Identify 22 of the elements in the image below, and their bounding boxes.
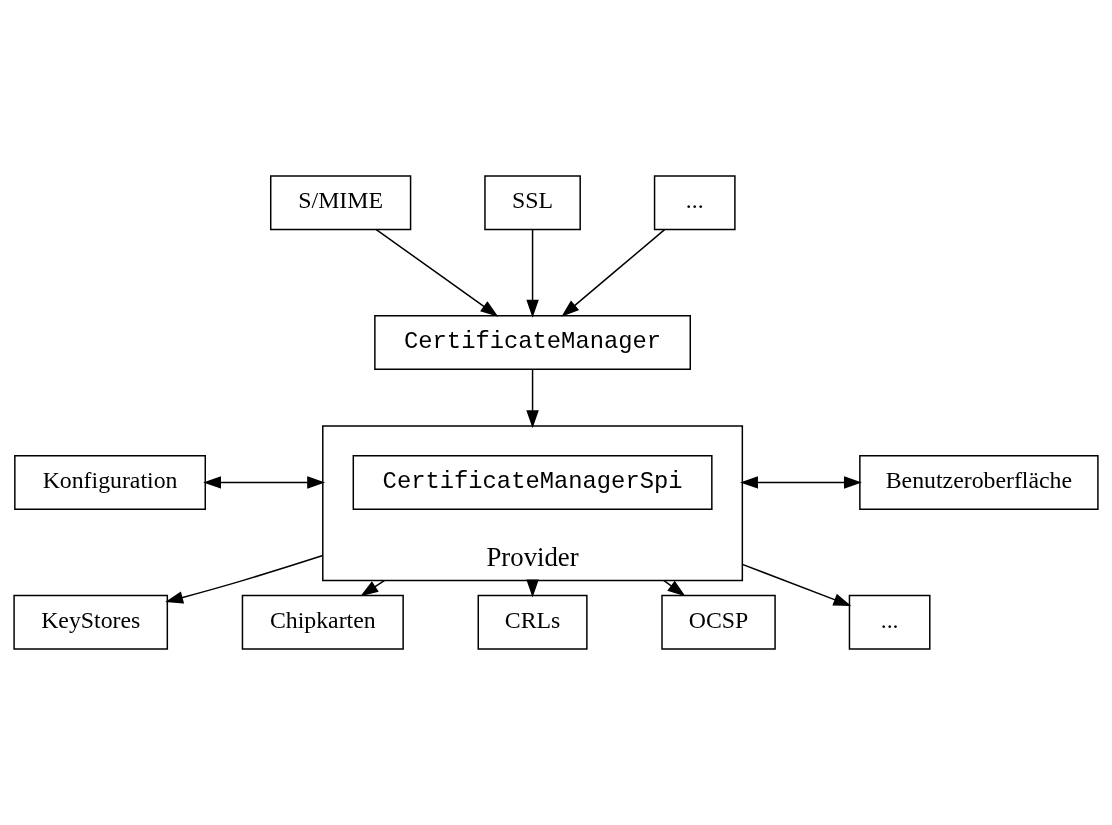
node-box: KeyStores (13, 594, 169, 650)
arrow (526, 369, 539, 429)
node-box: Konfiguration (14, 454, 206, 510)
node-box: Benutzeroberfläche (859, 454, 1099, 510)
node-box: ... (653, 175, 736, 231)
arrow (526, 229, 539, 318)
arrow (663, 579, 686, 597)
arrow (561, 228, 666, 317)
node-box: CertificateManagerSpi (352, 454, 713, 510)
node-box: ... (848, 594, 931, 650)
node-box: CertificateManager (374, 315, 691, 371)
arrow (375, 228, 499, 317)
arrow (360, 579, 386, 597)
node-box: OCSP (661, 594, 776, 650)
arrow (165, 554, 324, 604)
arrow (203, 476, 326, 489)
arrow (740, 476, 862, 489)
node-box: S/MIME (270, 175, 412, 231)
arrow (741, 563, 852, 607)
node-box: CRLs (477, 594, 588, 650)
node-box: Chipkarten (241, 594, 404, 650)
node-box: SSL (484, 175, 581, 231)
